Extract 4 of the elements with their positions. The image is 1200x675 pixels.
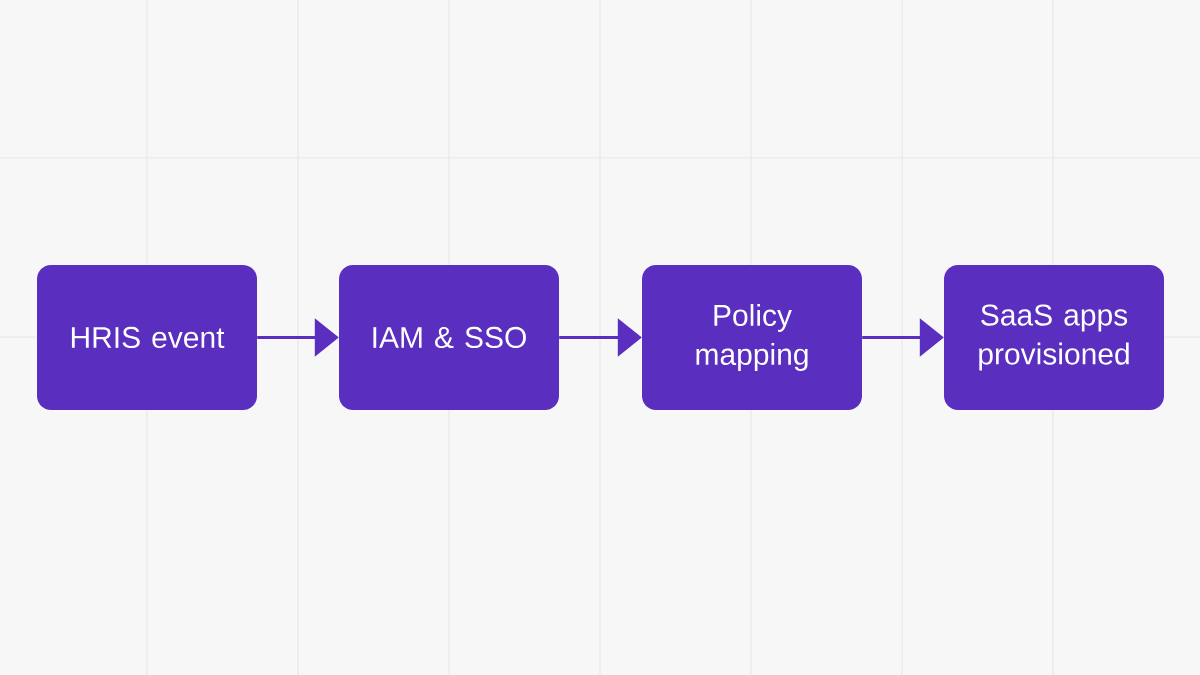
process-box: SaaS apps provisioned <box>944 265 1164 410</box>
process-box: IAM & SSO <box>339 265 559 410</box>
process-box: Policy mapping <box>642 265 862 410</box>
process-box: HRIS event <box>37 265 257 410</box>
